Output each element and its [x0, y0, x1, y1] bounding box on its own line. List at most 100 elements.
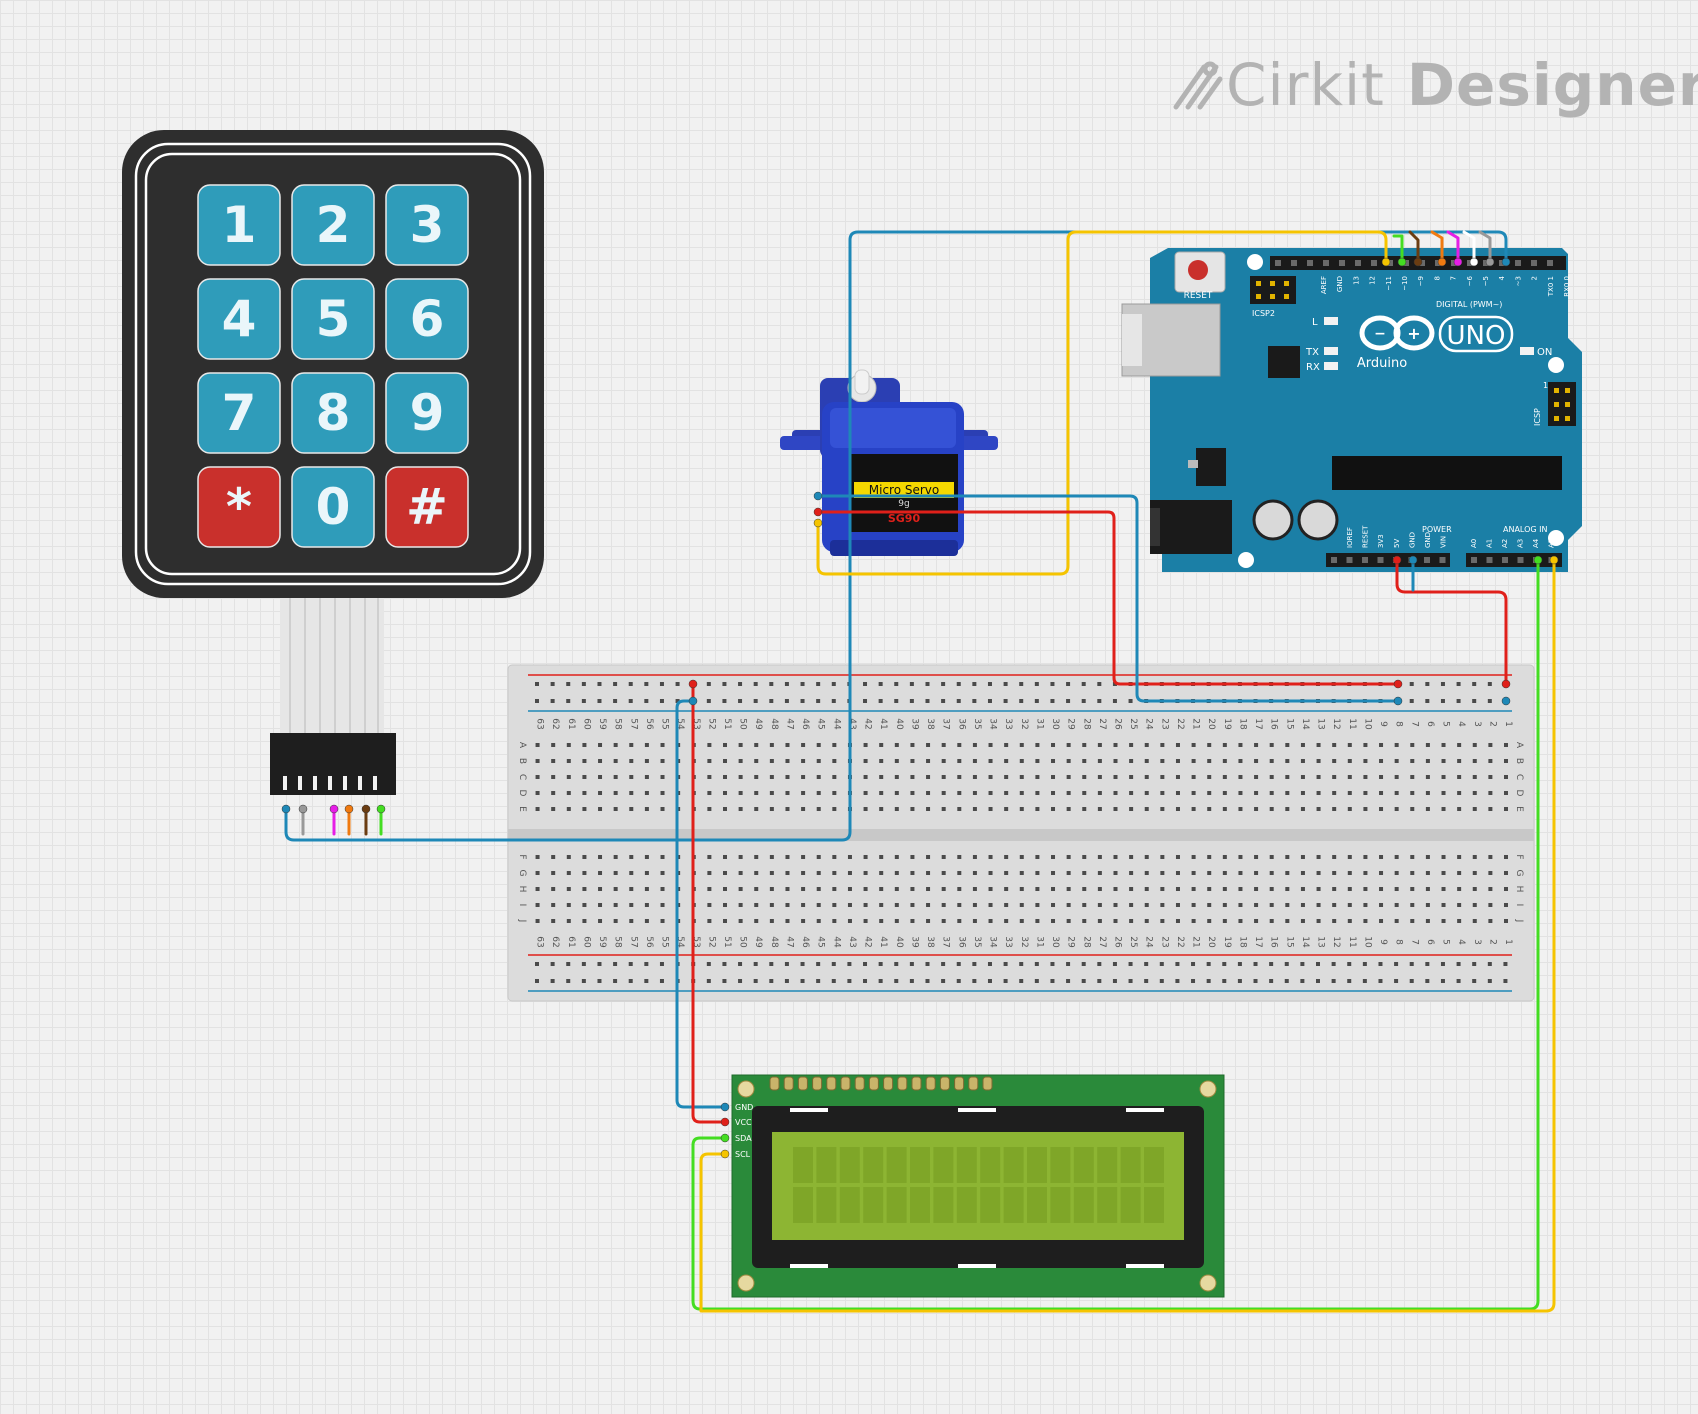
lcd-char-cell [1144, 1147, 1164, 1183]
arduino-analog-pin[interactable] [1486, 557, 1493, 563]
breadboard-col-label: 38 [925, 936, 935, 948]
breadboard-col-label: 23 [1159, 936, 1169, 947]
breadboard-col-label: 5 [1441, 721, 1451, 727]
breadboard-col-label: 11 [1347, 936, 1357, 947]
wire-endpoint[interactable] [1408, 555, 1418, 565]
arduino-header-pin[interactable] [1531, 260, 1537, 266]
arduino-digital-pin-label: 8 [1433, 276, 1441, 280]
digital-header-label: DIGITAL (PWM~) [1436, 300, 1502, 309]
breadboard-col-label: 51 [722, 718, 732, 729]
arduino-header-pin[interactable] [1339, 260, 1345, 266]
arduino-header-pin[interactable] [1291, 260, 1297, 266]
arduino-header-pin[interactable] [1307, 260, 1313, 266]
wire-endpoint[interactable] [1453, 257, 1463, 267]
wire-endpoint[interactable] [720, 1133, 730, 1143]
wire-servo-vcc [816, 510, 1400, 686]
breadboard-col-label: 16 [1269, 936, 1279, 948]
wire-endpoint[interactable] [1549, 555, 1559, 565]
arduino-analog-pin[interactable] [1471, 557, 1477, 563]
wire-endpoint[interactable] [1469, 257, 1479, 267]
wire-endpoint[interactable] [1397, 257, 1407, 267]
arduino-analog-pin[interactable] [1517, 557, 1524, 563]
arduino-power-pin[interactable] [1346, 557, 1353, 563]
arduino-power-pin[interactable] [1439, 557, 1446, 563]
wire-endpoint[interactable] [329, 804, 339, 814]
wire-endpoint[interactable] [813, 491, 823, 501]
wire-endpoint[interactable] [813, 518, 823, 528]
wire-endpoint[interactable] [1501, 679, 1511, 689]
arduino-header-pin[interactable] [1371, 260, 1377, 266]
arduino-power-pin[interactable] [1377, 557, 1384, 563]
wire-endpoint[interactable] [1501, 257, 1511, 267]
lcd-header-pin [897, 1076, 908, 1091]
wire-endpoint[interactable] [720, 1102, 730, 1112]
wire-endpoint[interactable] [1501, 696, 1511, 706]
breadboard-row-label: D [1514, 790, 1524, 797]
breadboard-col-label: 32 [1019, 718, 1029, 729]
breadboard-col-label: 57 [628, 718, 638, 729]
breadboard-col-label: 19 [1222, 718, 1232, 730]
arduino-header-pin[interactable] [1275, 260, 1281, 266]
keypad-key-label: * [226, 478, 252, 536]
breadboard-col-label: 19 [1222, 936, 1232, 948]
wire-endpoint[interactable] [1392, 555, 1402, 565]
wire-endpoint[interactable] [688, 679, 698, 689]
breadboard-col-label: 55 [660, 718, 670, 729]
wire-endpoint[interactable] [1485, 257, 1495, 267]
lcd-pin-label: SCL [735, 1150, 751, 1159]
wire-endpoint[interactable] [1437, 257, 1447, 267]
arduino-header-pin[interactable] [1355, 260, 1361, 266]
wire-endpoint[interactable] [1413, 257, 1423, 267]
analog-header-label: ANALOG IN [1503, 525, 1548, 534]
wire-endpoint[interactable] [344, 804, 354, 814]
wire-d8-brown [1408, 230, 1420, 264]
breadboard-col-label: 1 [1503, 721, 1513, 727]
cirkit-logo-icon [1173, 61, 1223, 110]
keypad-key-label: 7 [222, 384, 257, 442]
arduino-power-pin[interactable] [1424, 557, 1430, 563]
breadboard-col-label: 63 [535, 936, 545, 947]
wire-endpoint[interactable] [281, 804, 291, 814]
keypad-key-3: 3 [385, 184, 469, 266]
breadboard-col-label: 20 [1206, 718, 1216, 730]
wire-endpoint[interactable] [298, 804, 308, 814]
wire-endpoint[interactable] [1533, 555, 1543, 565]
breadboard-col-label: 2 [1487, 721, 1497, 727]
breadboard-col-label: 15 [1284, 936, 1294, 947]
l-led-label: L [1312, 317, 1318, 328]
wire-endpoint[interactable] [361, 804, 371, 814]
wire-endpoint[interactable] [376, 804, 386, 814]
arduino-header-pin[interactable] [1547, 260, 1553, 266]
breadboard-col-label: 24 [1144, 936, 1154, 948]
wire-endpoint[interactable] [688, 696, 698, 706]
wire-endpoint[interactable] [1393, 679, 1403, 689]
arduino-header-pin[interactable] [1323, 260, 1329, 266]
wire-endpoint[interactable] [1393, 696, 1403, 706]
wire-endpoint[interactable] [720, 1149, 730, 1159]
breadboard-row-label: H [517, 886, 527, 893]
breadboard-col-label: 52 [706, 936, 716, 947]
breadboard-col-label: 47 [784, 718, 794, 729]
on-led-label: ON [1537, 347, 1552, 358]
breadboard-row-label: B [1514, 758, 1524, 764]
lcd-char-cell [956, 1147, 977, 1183]
wire-endpoint[interactable] [813, 507, 823, 517]
arduino-power-pin[interactable] [1362, 557, 1368, 563]
keypad-key-star: * [197, 466, 281, 548]
wire-endpoint[interactable] [720, 1117, 730, 1127]
wire-endpoint[interactable] [1381, 257, 1391, 267]
lcd-char-cell [910, 1187, 930, 1223]
lcd-char-cell [980, 1147, 1001, 1183]
arduino-power-pin[interactable] [1331, 557, 1337, 563]
breadboard-col-label: 52 [706, 718, 716, 729]
breadboard-row-label: E [517, 806, 527, 812]
breadboard-row-label: I [1514, 904, 1524, 907]
breadboard-col-label: 4 [1456, 939, 1466, 945]
breadboard-col-label: 16 [1269, 718, 1279, 730]
lcd-char-cell [1144, 1187, 1164, 1223]
arduino-analog-pin[interactable] [1502, 557, 1508, 563]
lcd-char-cell [1097, 1187, 1118, 1223]
lcd-header-pin [769, 1076, 780, 1091]
arduino-header-pin[interactable] [1515, 260, 1521, 266]
